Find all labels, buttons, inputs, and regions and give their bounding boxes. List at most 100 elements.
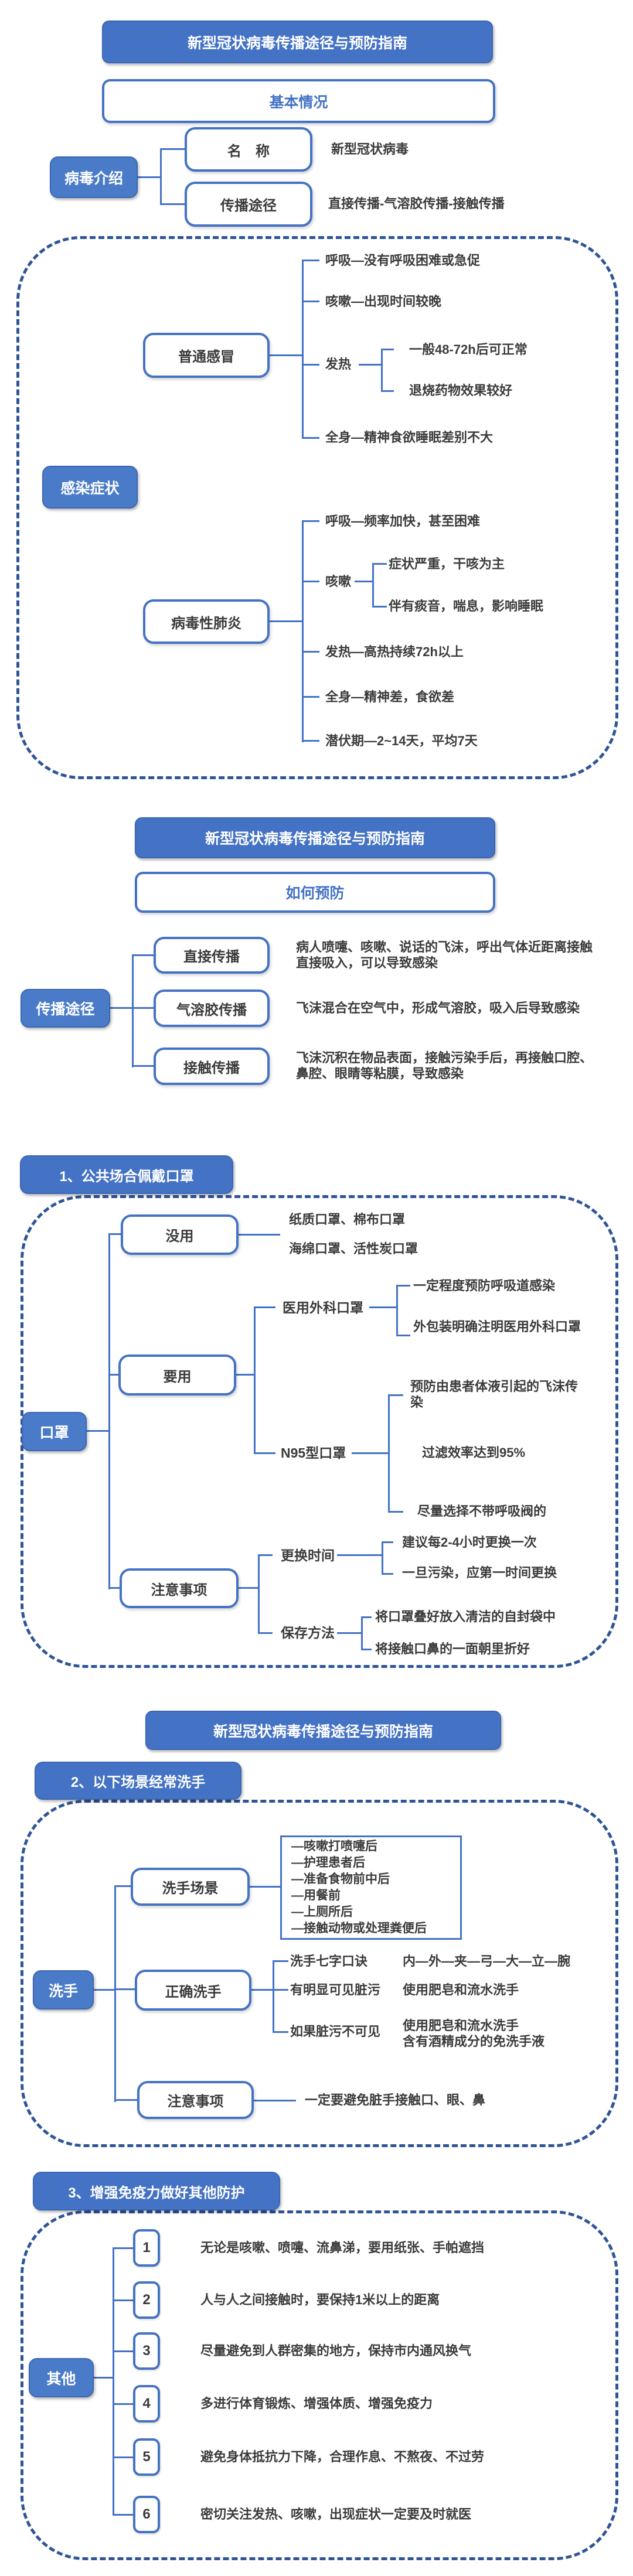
- label-storage-method: 保存方法: [281, 1625, 335, 1640]
- replace-point1: 建议每2-4小时更换一次: [402, 1535, 537, 1550]
- n95-point3: 尽量选择不带呼吸阀的: [417, 1504, 547, 1519]
- connector: [132, 954, 134, 1067]
- badge-wash-section: 2、以下场景经常洗手: [35, 1762, 241, 1800]
- connector: [382, 1541, 393, 1543]
- connector: [361, 1616, 363, 1650]
- connector: [239, 1587, 258, 1589]
- node-common-cold: 普通感冒: [143, 333, 270, 378]
- other-item-text: 无论是咳嗽、喷嚏、流鼻涕，要用纸张、手帕遮挡: [200, 2240, 485, 2255]
- connector: [94, 1989, 114, 1991]
- wash-row3-value: 使用肥皂和流水洗手 含有酒精成分的免洗手液: [403, 2018, 545, 2049]
- connector: [160, 148, 185, 150]
- connector: [108, 1233, 121, 1235]
- wash-scene-item: —上厕所后: [291, 1905, 353, 1919]
- connector: [372, 563, 374, 608]
- connector: [381, 390, 394, 392]
- mask-container: [21, 1195, 618, 1668]
- connector: [372, 563, 387, 565]
- node-aerosol-transmission: 气溶胶传播: [154, 990, 270, 1027]
- node-viral-pneumonia: 病毒性肺炎: [143, 599, 270, 644]
- connector: [113, 2403, 133, 2405]
- desc-direct-transmission: 病人喷嚏、咳嗽、说话的飞沫，呼出气体近距离接触直接吸入，可以导致感染: [296, 940, 593, 970]
- cold-fever-point1: 一般48-72h后可正常: [409, 342, 528, 357]
- wash-scene-item: —咳嗽打喷嚏后: [291, 1840, 377, 1853]
- wash-row1-label: 洗手七字口诀: [290, 1954, 368, 1968]
- node-mask-no-use: 没用: [121, 1214, 239, 1255]
- connector: [114, 1885, 131, 1887]
- desc-contact-transmission: 飞沫沉积在物品表面，接触污染手后，再接触口腔、鼻腔、眼睛等粘膜，导致感染: [296, 1050, 593, 1081]
- mask-no-use-line2: 海绵口罩、活性炭口罩: [289, 1241, 418, 1256]
- surgical-point2: 外包装明确注明医用外科口罩: [413, 1319, 581, 1334]
- pneumonia-breath: 呼吸—频率加快，甚至困难: [325, 514, 481, 528]
- connector: [355, 581, 372, 582]
- connector: [270, 354, 302, 356]
- connector: [113, 2456, 133, 2458]
- wash-scene-item: —准备食物前中后: [291, 1872, 390, 1886]
- pneumonia-body: 全身—精神差，食欲差: [325, 690, 455, 704]
- node-virus-intro: 病毒介绍: [50, 156, 138, 198]
- connector: [254, 1306, 256, 1454]
- other-container: [21, 2210, 618, 2560]
- label-n95-mask: N95型口罩: [281, 1445, 346, 1461]
- wash-notes-value: 一定要避免脏手接触口、眼、鼻: [305, 2093, 486, 2107]
- pneumonia-incubation: 潜伏期—2~14天，平均7天: [325, 733, 478, 748]
- connector: [160, 148, 162, 205]
- connector: [302, 520, 319, 522]
- connector: [382, 1541, 383, 1575]
- node-contact-transmission: 接触传播: [154, 1048, 270, 1085]
- connector: [138, 176, 161, 178]
- node-transmission-route: 传播途径: [185, 182, 312, 227]
- connector: [273, 2031, 288, 2033]
- connector: [94, 2377, 113, 2379]
- connector: [114, 1988, 135, 1990]
- connector: [254, 1306, 275, 1308]
- connector: [113, 2299, 133, 2301]
- connector: [114, 1885, 116, 2102]
- node-mask-use: 要用: [118, 1354, 236, 1396]
- other-item-number: 2: [133, 2281, 160, 2319]
- connector: [337, 1632, 361, 1634]
- node-wash-notes: 注意事项: [137, 2081, 254, 2119]
- connector: [132, 954, 154, 956]
- connector: [110, 1007, 132, 1009]
- connector: [302, 260, 304, 439]
- section-title-prevention: 如何预防: [135, 872, 495, 913]
- value-virus-name: 新型冠状病毒: [331, 142, 409, 156]
- connector: [388, 1394, 390, 1513]
- badge-mask-section: 1、公共场合佩戴口罩: [20, 1155, 233, 1194]
- node-mask-root: 口罩: [22, 1412, 87, 1451]
- node-wash-root: 洗手: [33, 1970, 94, 2009]
- wash-row2-label: 有明显可见脏污: [290, 1983, 381, 1997]
- other-item-text: 避免身体抵抗力下降，合理作息、不熬夜、不过劳: [200, 2449, 485, 2464]
- connector: [270, 620, 302, 622]
- label-surgical-mask: 医用外科口罩: [283, 1300, 363, 1315]
- other-item-number: 6: [133, 2496, 160, 2533]
- wash-scene-item: —护理患者后: [291, 1856, 365, 1869]
- node-correct-wash: 正确洗手: [135, 1970, 251, 2011]
- node-mask-notes: 注意事项: [120, 1568, 239, 1608]
- connector: [381, 349, 394, 350]
- badge-other-section: 3、增强免疫力做好其他防护: [33, 2172, 280, 2210]
- other-item-number: 5: [133, 2438, 160, 2476]
- connector: [258, 1554, 260, 1634]
- cold-cough: 咳嗽—出现时间较晚: [325, 294, 442, 309]
- connector: [396, 1285, 398, 1336]
- wash-scene-item: —接触动物或处理粪便后: [291, 1922, 427, 1935]
- symptoms-container: [16, 236, 618, 779]
- connector: [258, 1632, 273, 1634]
- cold-fever-point2: 退烧药物效果较好: [409, 383, 513, 398]
- connector: [108, 1374, 118, 1376]
- connector: [239, 1234, 280, 1236]
- connector: [302, 260, 319, 261]
- wash-scene-list: —咳嗽打喷嚏后 —护理患者后 —准备食物前中后 —用餐前 —上厕所后 —接触动物…: [280, 1835, 462, 1940]
- store-point2: 将接触口鼻的一面朝里折好: [375, 1642, 530, 1656]
- connector: [359, 364, 381, 366]
- page2-title: 新型冠状病毒传播途径与预防指南: [135, 817, 495, 858]
- connector: [114, 2099, 137, 2101]
- node-name: 名 称: [185, 127, 312, 172]
- desc-aerosol-transmission: 飞沫混合在空气中，形成气溶胶，吸入后导致感染: [296, 1001, 580, 1015]
- connector: [302, 581, 319, 582]
- connector: [132, 1007, 154, 1009]
- connector: [254, 1452, 275, 1454]
